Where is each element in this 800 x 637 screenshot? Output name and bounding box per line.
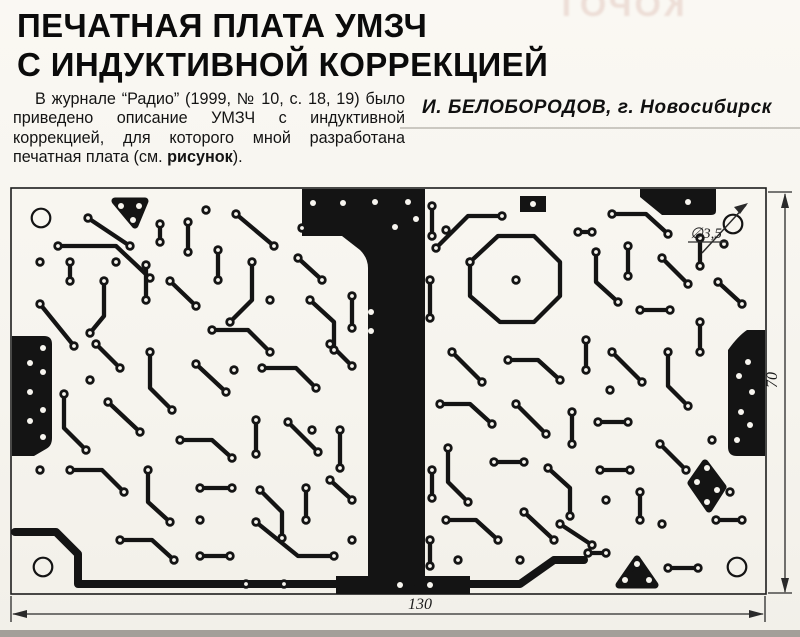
arrow-callout-icon [734,203,748,214]
title-line-1: ПЕЧАТНАЯ ПЛАТА УМЗЧ [17,7,428,44]
mounting-holes [30,207,748,578]
intro-paragraph: В журнале “Радио” (1999, № 10, с. 18, 19… [13,90,405,168]
divider-rule [400,127,800,129]
pour-drill-holes [27,199,755,588]
arrow-down-icon [781,578,789,593]
width-dimension-label: 130 [408,596,432,613]
author-byline: И. БЕЛОБОРОДОВ, г. Новосибирск [421,97,773,118]
height-dimension-label: 70 [764,372,781,388]
intro-text-tail: ). [232,148,243,167]
intro-bold-word: рисунок [167,148,233,167]
arrow-right-icon [749,610,764,618]
solder-pads [35,201,747,589]
scan-edge-strip [0,630,800,637]
title-line-2: С ИНДУКТИВНОЙ КОРРЕКЦИЕЙ [17,46,549,83]
arrow-left-icon [12,610,27,618]
dimension-annotations [10,191,792,622]
intro-text: В журнале “Радио” (1999, № 10, с. 18, 19… [13,90,405,167]
copper-pours [12,189,765,594]
arrow-up-icon [781,193,789,208]
pcb-copper-artwork [11,189,765,594]
hole-diameter-label: ∅3,5 [690,226,722,242]
ground-traces [11,528,588,588]
hole-callout-arrow [701,204,747,254]
